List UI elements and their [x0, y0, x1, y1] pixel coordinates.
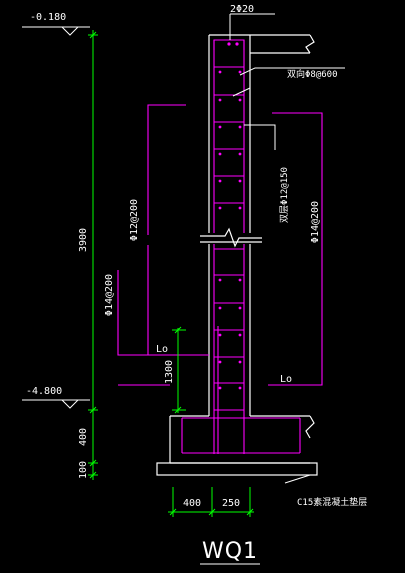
label-vert-right: Φ14@200: [310, 201, 321, 243]
dim-right-width: 250: [222, 498, 240, 509]
label-horizontal-bar: 双层Φ12@150: [279, 167, 290, 223]
elevation-top-label: -0.180: [30, 12, 66, 23]
dimension-lines: [88, 30, 254, 517]
lap-brackets: [117, 104, 323, 386]
label-lo-right: Lo: [280, 374, 292, 385]
dim-footing: 400: [78, 428, 89, 446]
label-vert-left: Φ12@200: [129, 199, 140, 241]
label-vert-left-lower: Φ14@200: [104, 274, 115, 316]
rebar-layout: [181, 39, 301, 454]
leader-lines: [229, 13, 345, 484]
concrete-outline: [156, 34, 318, 476]
break-symbols: [200, 34, 315, 439]
elevation-bottom-marker: [22, 399, 90, 409]
label-cushion-note: C15素混凝土垫层: [297, 496, 367, 508]
elevation-bottom-label: -4.800: [26, 386, 62, 397]
label-tie-bar: 双向Φ8@600: [287, 68, 338, 80]
dim-left-width: 400: [183, 498, 201, 509]
rebar-dots: [218, 42, 242, 390]
dim-wall-height: 3900: [78, 228, 89, 252]
dim-cushion: 100: [78, 461, 89, 479]
drawing-title: WQ1: [202, 539, 258, 564]
label-lo-left: Lo: [156, 344, 168, 355]
label-top-bar: 2Φ20: [230, 4, 254, 15]
dim-lap-length: 1300: [164, 360, 175, 384]
elevation-top-marker: [22, 26, 90, 36]
